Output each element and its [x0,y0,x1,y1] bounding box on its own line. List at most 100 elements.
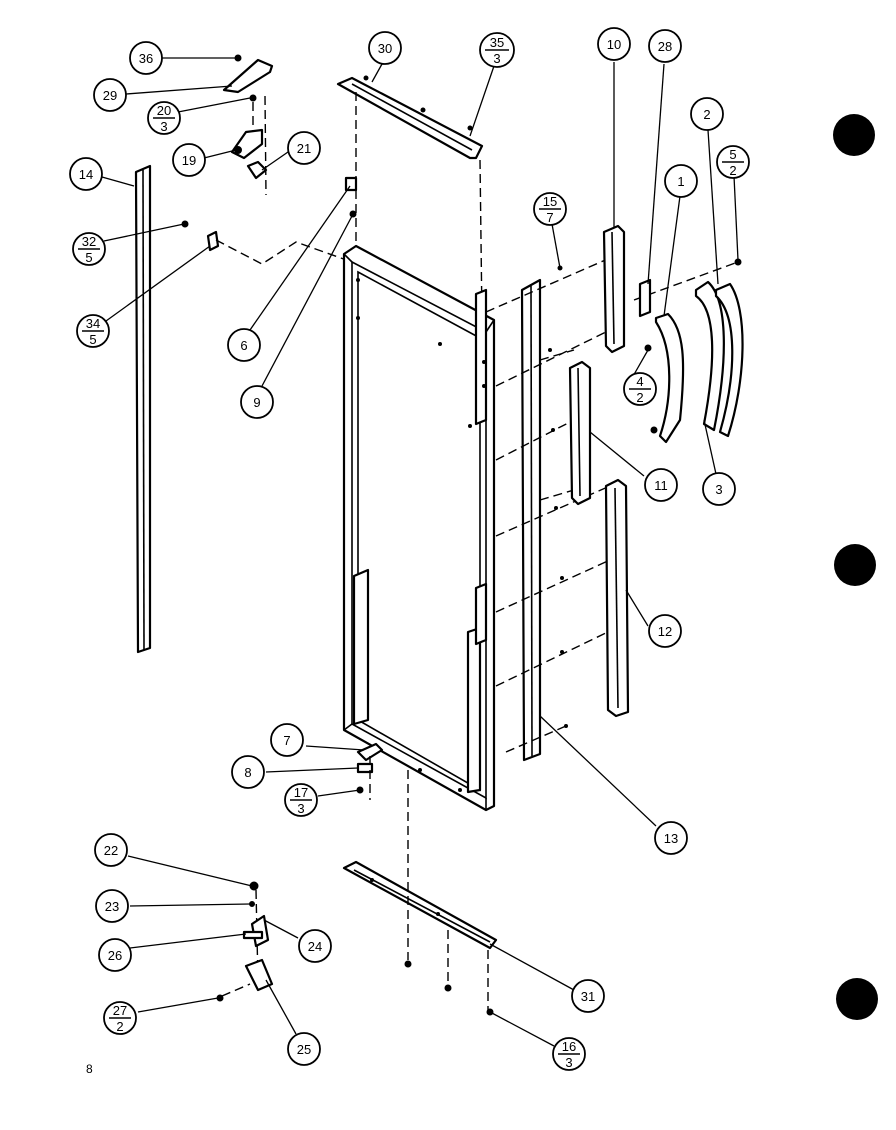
svg-text:28: 28 [658,39,672,54]
callout-7: 7 [270,723,304,757]
svg-text:3: 3 [715,482,722,497]
callout-23: 23 [95,889,129,923]
door-handle-assembly [644,258,744,444]
svg-text:32: 32 [82,234,96,249]
part-31-bottom-bar [342,860,498,950]
svg-text:5: 5 [85,250,92,265]
door-liner [342,244,496,812]
svg-text:7: 7 [546,210,553,225]
callout-36: 36 [129,41,163,75]
bottom-hinge-assembly [216,881,274,1002]
part-14-strip [134,164,152,654]
svg-text:25: 25 [297,1042,311,1057]
part-12-trim [604,478,630,718]
callout-21: 21 [287,131,321,165]
svg-text:24: 24 [308,939,322,954]
svg-text:35: 35 [490,35,504,50]
svg-text:17: 17 [294,785,308,800]
svg-text:8: 8 [244,765,251,780]
callout-13: 13 [654,821,688,855]
svg-text:2: 2 [729,163,736,178]
svg-text:36: 36 [139,51,153,66]
callout-27-2: 272 [103,1001,137,1035]
callout-10: 10 [597,27,631,61]
binder-hole-bottom [836,978,878,1020]
svg-text:34: 34 [86,316,100,331]
svg-text:10: 10 [607,37,621,52]
svg-text:23: 23 [105,899,119,914]
svg-text:19: 19 [182,153,196,168]
callout-26: 26 [98,938,132,972]
svg-text:20: 20 [157,103,171,118]
callout-24: 24 [298,929,332,963]
callout-2: 2 [690,97,724,131]
part-3-handle-trim [714,282,744,438]
binder-hole-middle [834,544,876,586]
svg-text:9: 9 [253,395,260,410]
part-11-trim [568,360,592,506]
part-10-trim [602,224,626,354]
part-13-channel [520,265,568,762]
callout-8: 8 [231,755,265,789]
svg-text:26: 26 [108,948,122,963]
svg-text:29: 29 [103,88,117,103]
page-number: 8 [86,1062,93,1076]
part-34-bracket [206,230,220,252]
svg-text:4: 4 [636,374,643,389]
part-1-handle-cap [654,312,685,444]
part-21-bushing [246,160,268,180]
callout-3: 3 [702,472,736,506]
callout-20-3: 203 [147,101,181,135]
callout-6: 6 [227,328,261,362]
svg-text:31: 31 [581,989,595,1004]
svg-text:6: 6 [240,338,247,353]
callout-16-3: 163 [552,1037,586,1071]
svg-text:1: 1 [677,174,684,189]
part-7-bracket [356,742,384,762]
callout-34-5: 345 [76,314,110,348]
callout-30: 30 [368,31,402,65]
callout-25: 25 [287,1032,321,1066]
svg-text:15: 15 [543,194,557,209]
callouts: 36 30 353 10 28 29 203 2 19 21 [69,27,750,1071]
part-19-hinge-pin [230,128,264,160]
callout-29: 29 [93,78,127,112]
part-29-hinge [222,58,274,94]
callout-9: 9 [240,385,274,419]
callout-22: 22 [94,833,128,867]
svg-text:5: 5 [729,147,736,162]
svg-text:2: 2 [703,107,710,122]
part-9-screw [349,210,357,218]
svg-text:13: 13 [664,831,678,846]
leader-lines [101,57,739,1047]
binder-hole-top [833,114,875,156]
callout-19: 19 [172,143,206,177]
part-30-top-bar [336,75,484,160]
callout-4-2: 42 [623,372,657,406]
svg-text:3: 3 [297,801,304,816]
svg-text:3: 3 [493,51,500,66]
callout-17-3: 173 [284,783,318,817]
callout-32-5: 325 [72,232,106,266]
svg-text:7: 7 [283,733,290,748]
callout-14: 14 [69,157,103,191]
svg-text:5: 5 [89,332,96,347]
svg-text:3: 3 [565,1055,572,1070]
callout-12: 12 [648,614,682,648]
svg-text:22: 22 [104,843,118,858]
callout-15-7: 157 [533,192,567,226]
svg-text:14: 14 [79,167,93,182]
binder-holes [833,114,878,1020]
svg-text:3: 3 [160,119,167,134]
part-6-stop [344,176,358,192]
callout-1: 1 [664,164,698,198]
svg-text:16: 16 [562,1039,576,1054]
callout-31: 31 [571,979,605,1013]
svg-text:27: 27 [113,1003,127,1018]
callout-28: 28 [648,29,682,63]
svg-text:30: 30 [378,41,392,56]
part-25-hinge-bracket [244,958,274,992]
svg-text:2: 2 [636,390,643,405]
part-2-handle [694,280,725,432]
